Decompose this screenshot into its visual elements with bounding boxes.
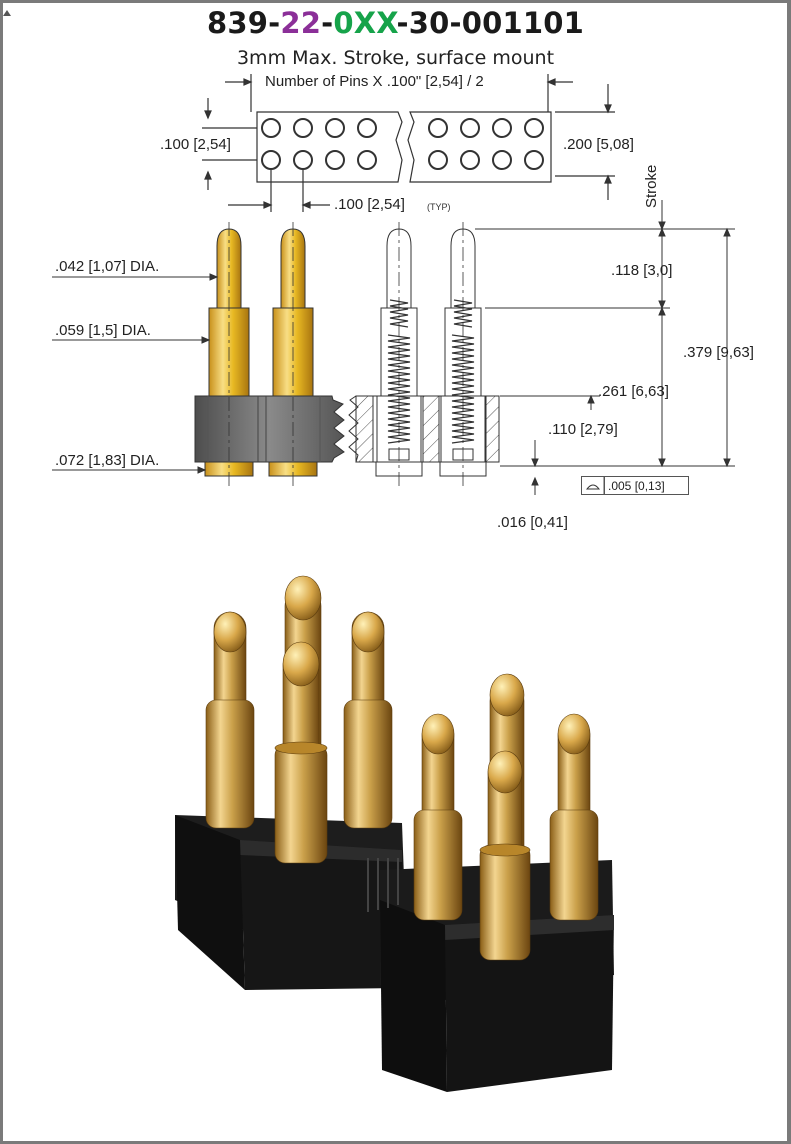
- part-number-suffix: -30-001101: [396, 6, 585, 40]
- overall-length-label: .379 [9,63]: [683, 344, 754, 361]
- side-dimensions: [475, 200, 735, 495]
- part-number-stroke-code: 22: [280, 6, 322, 40]
- flatness-symbol-icon: [585, 477, 605, 494]
- stroke-label: Stroke: [643, 164, 660, 208]
- tail-length-label: .016 [0,41]: [497, 514, 568, 531]
- side-view-pins: [194, 222, 345, 490]
- part-number-pin-code: 0XX: [333, 6, 397, 40]
- body-dia-label: .072 [1,83] DIA.: [55, 452, 160, 469]
- part-number-prefix: 839-: [206, 6, 281, 40]
- section-view: [348, 222, 500, 490]
- tip-dia-label: .042 [1,07] DIA.: [55, 258, 160, 275]
- pin-pitch-label: .100 [2,54]: [334, 196, 405, 213]
- left-leaders: [52, 273, 219, 474]
- pins-formula-label: Number of Pins X .100" [2,54] / 2: [265, 73, 484, 90]
- row-span-label: .200 [5,08]: [563, 136, 634, 153]
- insulator-height-label: .110 [2,79]: [548, 421, 618, 438]
- scroll-up-arrow-icon[interactable]: [0, 6, 14, 20]
- connector-render: [175, 575, 614, 1092]
- flatness-tolerance-box: .005 [0,13]: [581, 476, 689, 495]
- plunger-dia-label: .059 [1,5] DIA.: [55, 322, 151, 339]
- flatness-value: .005 [0,13]: [608, 479, 665, 493]
- compressed-length-label: .261 [6,63]: [598, 383, 669, 400]
- row-pitch-label: .100 [2,54]: [160, 136, 231, 153]
- part-number-dash: -: [321, 6, 334, 40]
- subtitle: 3mm Max. Stroke, surface mount: [236, 47, 555, 69]
- part-number-title: 839-22-0XX-30-001101: [0, 6, 791, 40]
- typ-label: (TYP): [427, 202, 451, 212]
- scrollbar[interactable]: [769, 4, 787, 1140]
- footprint-top-view: [202, 74, 615, 212]
- stroke-length-label: .118 [3,0]: [611, 262, 673, 279]
